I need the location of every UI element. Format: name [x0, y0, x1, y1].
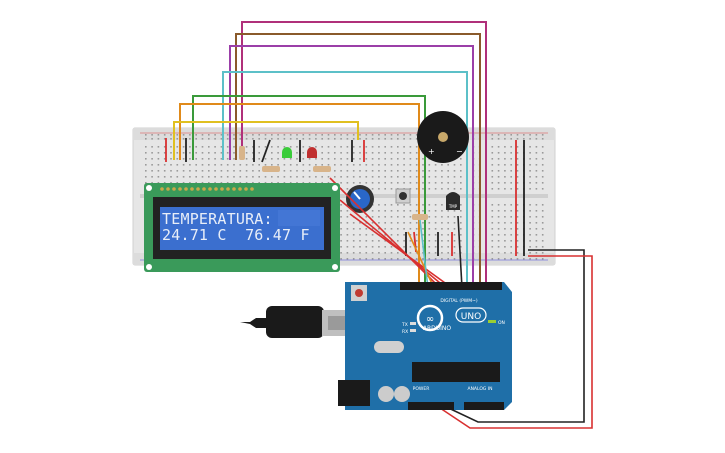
lcd-module[interactable]: [144, 183, 340, 272]
arduino-board[interactable]: ∞ ARDUINO UNO DIGITAL (PWM~) POWER ANALO…: [338, 282, 512, 410]
buzzer-minus: −: [456, 147, 463, 156]
wires-to-arduino: [329, 177, 593, 429]
arduino-logo-icon: [416, 304, 444, 332]
rx-label: RX: [402, 329, 408, 335]
sensor-label: TMP: [448, 204, 458, 209]
wire-yellow: [173, 121, 359, 160]
temperature-sensor[interactable]: TMP: [446, 192, 460, 210]
svg-text:∞: ∞: [426, 314, 434, 325]
resistor-3: [313, 166, 331, 172]
digital-label: DIGITAL (PWM~): [440, 298, 478, 304]
pushbutton[interactable]: [395, 188, 411, 204]
lcd-pins: [160, 187, 254, 191]
resistor-4: [412, 214, 428, 220]
resistors[interactable]: [239, 146, 428, 220]
lcd-line-2: 24.71 C 76.47 F: [162, 226, 310, 244]
power-label: POWER: [413, 386, 430, 392]
atmega-chip: [412, 362, 500, 382]
resistor-2: [262, 166, 280, 172]
wire-orange: [179, 103, 420, 288]
analog-label: ANALOG IN: [467, 386, 492, 392]
on-label: ON: [498, 320, 505, 326]
arduino-logo-text: ARDUINO: [423, 325, 452, 332]
power-header: [408, 402, 454, 410]
buzzer-plus: +: [428, 147, 435, 156]
analog-header: [464, 402, 504, 410]
wire-cyan: [222, 71, 468, 288]
wire-magenta: [241, 21, 487, 288]
leds[interactable]: [282, 147, 317, 158]
digital-header: [400, 282, 502, 290]
resistor-1: [239, 146, 245, 160]
wires-top[interactable]: [173, 21, 487, 288]
buzzer[interactable]: + −: [417, 111, 469, 163]
wire-green: [192, 95, 426, 288]
arduino-model: UNO: [461, 312, 481, 322]
tx-label: TX: [401, 322, 408, 328]
lcd-line-1: TEMPERATURA:: [162, 210, 273, 228]
